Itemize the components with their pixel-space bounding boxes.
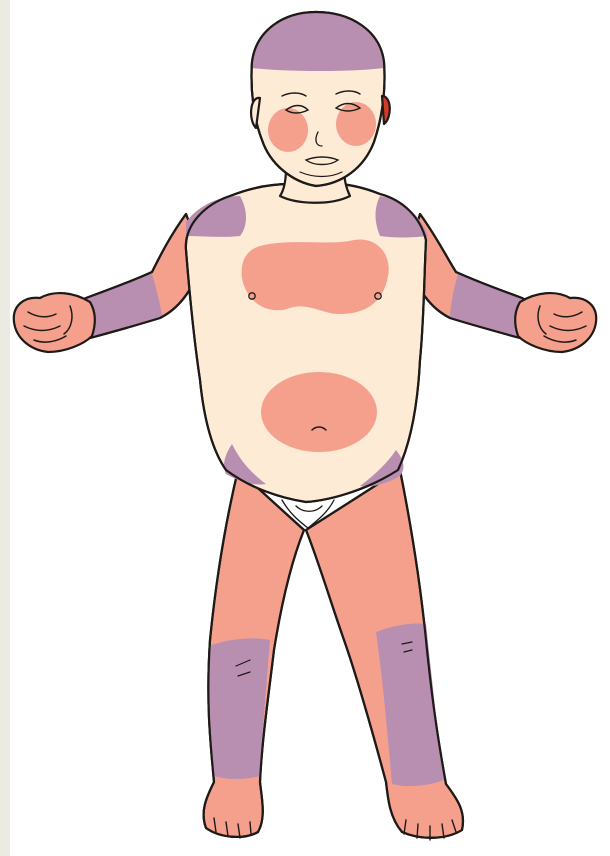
right-ear — [382, 96, 390, 124]
right-cheek-region — [336, 102, 376, 146]
right-hand — [515, 293, 596, 352]
chest-region — [242, 239, 389, 314]
left-cheek-region — [268, 108, 308, 152]
scalp-region — [252, 12, 384, 71]
torso-group — [186, 183, 428, 502]
abdomen-region — [261, 372, 377, 452]
head-group — [251, 12, 384, 186]
left-hand — [14, 293, 95, 352]
legs-group — [204, 470, 463, 838]
